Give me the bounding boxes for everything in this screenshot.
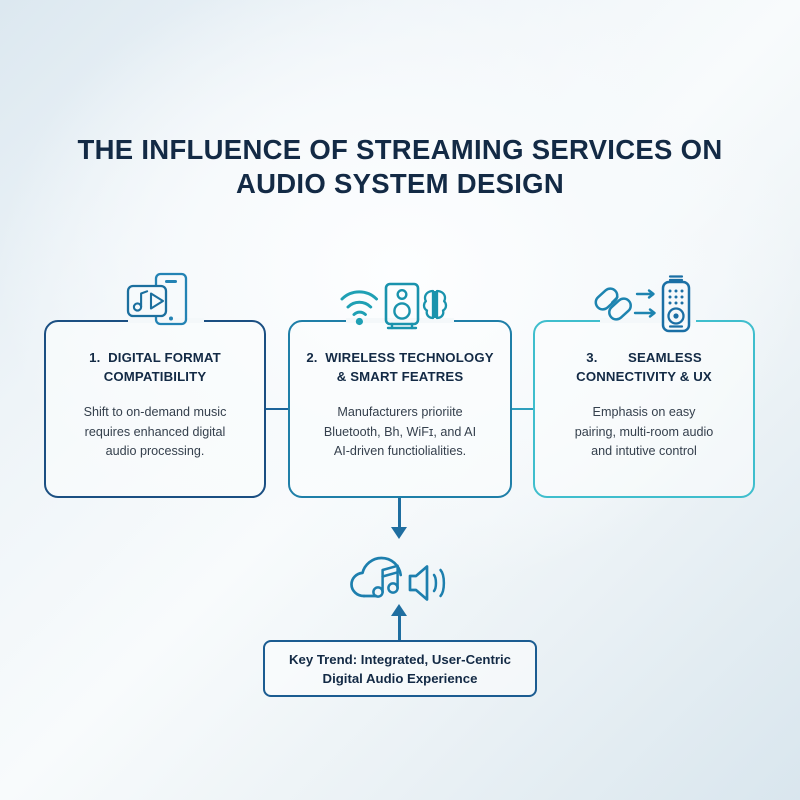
card-3-body: Emphasis on easy pairing, multi-room aud… — [574, 405, 714, 458]
arrow-up-icon — [391, 604, 407, 616]
card-1-body: Shift to on-demand music requires enhanc… — [83, 405, 227, 458]
card-2-icon-notch — [346, 318, 454, 323]
card-digital-format-compatibility[interactable]: 1. DIGITAL FORMAT COMPATIBILITY Shift to… — [44, 320, 266, 498]
card-3-icon-notch — [600, 318, 696, 323]
key-trend-summary-box[interactable]: Key Trend: Integrated, User-Centric Digi… — [263, 640, 537, 697]
title-line-1: THE INFLUENCE OF STREAMING SERVICES ON — [77, 134, 723, 165]
card-seamless-connectivity-ux[interactable]: 3. SEAMLESS CONNECTIVITY & UX Emphasis o… — [533, 320, 755, 498]
card-2-body: Manufacturers prioriite Bluetooth, Bh, W… — [323, 405, 477, 458]
card-2-heading: 2. WIRELESS TECHNOLOGY & SMART FEATRES — [306, 350, 494, 384]
card-3-content: 3. SEAMLESS CONNECTIVITY & UX Emphasis o… — [535, 322, 753, 462]
card-1-heading: 1. DIGITAL FORMAT COMPATIBILITY — [89, 350, 221, 384]
connector-card2-card3 — [512, 408, 533, 411]
key-trend-summary-text: Key Trend: Integrated, User-Centric Digi… — [288, 651, 512, 686]
card-1-icon-notch — [128, 318, 204, 323]
card-1-content: 1. DIGITAL FORMAT COMPATIBILITY Shift to… — [46, 322, 264, 462]
arrow-down-icon — [391, 527, 407, 539]
cloud-music-speaker-icon — [348, 548, 454, 611]
page-title: THE INFLUENCE OF STREAMING SERVICES ON A… — [60, 133, 740, 201]
title-line-2: AUDIO SYSTEM DESIGN — [235, 168, 565, 199]
card-3-heading: 3. SEAMLESS CONNECTIVITY & UX — [576, 350, 712, 384]
arrow-up-line — [398, 613, 401, 641]
arrow-down-line — [398, 498, 401, 531]
connector-card1-card2 — [266, 408, 288, 411]
card-wireless-technology-smart-features[interactable]: 2. WIRELESS TECHNOLOGY & SMART FEATRES M… — [288, 320, 512, 498]
card-2-content: 2. WIRELESS TECHNOLOGY & SMART FEATRES M… — [290, 322, 510, 462]
